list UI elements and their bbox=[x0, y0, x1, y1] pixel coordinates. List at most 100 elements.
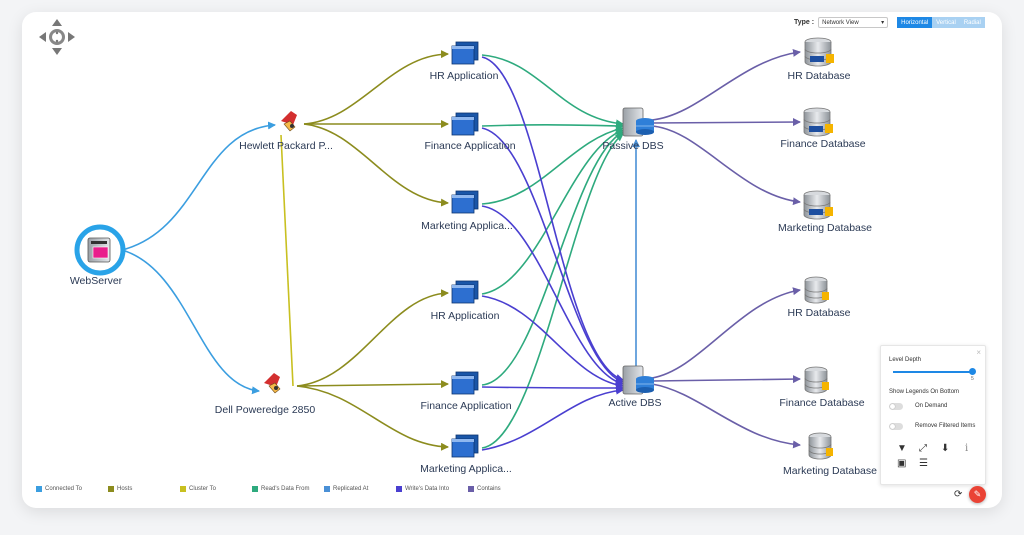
close-icon[interactable]: × bbox=[976, 348, 981, 357]
level-depth-value: 5 bbox=[971, 376, 974, 382]
legend-label: Hosts bbox=[117, 486, 133, 492]
legend-swatch bbox=[468, 486, 474, 492]
level-depth-label: Level Depth bbox=[889, 357, 922, 363]
remove-filtered-toggle[interactable] bbox=[889, 423, 903, 430]
edge-writes-6 bbox=[481, 386, 624, 451]
node-passive-dbs[interactable]: Passive DBS bbox=[602, 107, 664, 152]
edit-button[interactable]: ✎ bbox=[969, 486, 986, 503]
edge-writes-4 bbox=[481, 295, 624, 389]
edge-hosts-3 bbox=[303, 123, 449, 207]
node-label: HR Application bbox=[431, 310, 500, 322]
node-fin-db-2[interactable]: Finance Database bbox=[779, 366, 865, 409]
edge-writes-1 bbox=[481, 56, 624, 382]
node-label: Marketing Applica... bbox=[420, 463, 512, 475]
node-label: HR Database bbox=[787, 307, 850, 319]
tomcat-icon bbox=[281, 111, 297, 132]
tomcat-icon bbox=[264, 373, 281, 394]
node-fin-app-2[interactable]: Finance Application bbox=[420, 371, 512, 412]
node-label: WebServer bbox=[70, 275, 123, 287]
node-label: Finance Application bbox=[424, 140, 515, 152]
type-label: Type : bbox=[794, 19, 815, 26]
graph-canvas[interactable]: WebServer Hewlett Packard P... Dell Powe… bbox=[22, 12, 1002, 508]
edge-connected-hp bbox=[121, 121, 276, 251]
edge-writes-2 bbox=[481, 127, 624, 384]
database-icon bbox=[803, 190, 833, 220]
node-label: Marketing Database bbox=[783, 465, 877, 477]
database-icon bbox=[808, 432, 833, 460]
pan-control[interactable] bbox=[38, 18, 76, 56]
application-window-icon bbox=[451, 41, 479, 65]
download-icon[interactable]: ⬇ bbox=[941, 443, 950, 454]
node-active-dbs[interactable]: Active DBS bbox=[608, 365, 662, 409]
node-label: HR Application bbox=[430, 70, 499, 82]
edge-hosts-5 bbox=[296, 380, 449, 389]
node-label: HR Database bbox=[787, 70, 850, 82]
show-legends-label: Show Legends On Bottom bbox=[889, 389, 960, 395]
node-hr-db-2[interactable]: HR Database bbox=[787, 276, 851, 319]
edge-reads-4 bbox=[481, 128, 624, 295]
node-hr-app-1[interactable]: HR Application bbox=[430, 41, 499, 82]
db-server-icon bbox=[622, 365, 654, 395]
application-window-icon bbox=[451, 280, 479, 304]
node-label: Hewlett Packard P... bbox=[239, 140, 333, 152]
database-icon bbox=[804, 366, 829, 394]
edge-reads-1 bbox=[481, 54, 624, 128]
network-graph[interactable]: WebServer Hewlett Packard P... Dell Powe… bbox=[22, 12, 1002, 508]
database-icon bbox=[804, 276, 829, 304]
edge-contains-3 bbox=[651, 125, 801, 206]
edge-reads-5 bbox=[481, 131, 624, 386]
legend-item: Read's Data From bbox=[252, 486, 310, 492]
type-select[interactable]: Network View ▾ bbox=[818, 17, 889, 28]
layout-vertical-button[interactable]: Vertical bbox=[932, 17, 960, 28]
legend-item: Write's Data Into bbox=[396, 486, 449, 492]
node-fin-db-1[interactable]: Finance Database bbox=[780, 107, 866, 150]
expand-icon[interactable]: ⤢ bbox=[919, 443, 927, 454]
layout-horizontal-button[interactable]: Horizontal bbox=[897, 17, 933, 28]
node-label: Active DBS bbox=[608, 397, 661, 409]
node-hp[interactable]: Hewlett Packard P... bbox=[239, 111, 333, 152]
settings-panel: × Level Depth 5 Show Legends On Bottom O… bbox=[880, 345, 986, 485]
legend-item: Cluster To bbox=[180, 486, 216, 492]
layout-radial-button[interactable]: Radial bbox=[959, 17, 985, 28]
node-hr-db-1[interactable]: HR Database bbox=[787, 37, 851, 82]
edge-cluster bbox=[280, 134, 294, 387]
application-window-icon bbox=[451, 371, 479, 395]
node-fin-app-1[interactable]: Finance Application bbox=[424, 112, 516, 152]
node-mkt-db-1[interactable]: Marketing Database bbox=[778, 190, 872, 234]
application-window-icon bbox=[451, 190, 479, 214]
node-mkt-app-1[interactable]: Marketing Applica... bbox=[421, 190, 513, 232]
legend-label: Cluster To bbox=[189, 486, 216, 492]
legend-label: Read's Data From bbox=[261, 486, 310, 492]
type-toolbar: Type : Network View ▾ Horizontal Vertica… bbox=[794, 17, 985, 28]
node-label: Marketing Database bbox=[778, 222, 872, 234]
edge-hosts-6 bbox=[296, 385, 449, 451]
edge-reads-2 bbox=[481, 121, 624, 130]
legend-swatch bbox=[252, 486, 258, 492]
level-depth-slider[interactable] bbox=[893, 371, 973, 373]
filter-icon[interactable]: ▼ bbox=[897, 443, 907, 454]
remove-filtered-label: Remove Filtered Items bbox=[915, 423, 976, 429]
on-demand-toggle[interactable] bbox=[889, 403, 903, 410]
database-icon bbox=[804, 37, 834, 67]
node-label: Finance Application bbox=[420, 400, 511, 412]
node-dell[interactable]: Dell Poweredge 2850 bbox=[215, 373, 316, 416]
list-icon[interactable]: ☰ bbox=[919, 458, 928, 469]
layout-toggle: Horizontal Vertical Radial bbox=[897, 17, 985, 28]
legend-label: Connected To bbox=[45, 486, 82, 492]
legend-label: Write's Data Into bbox=[405, 486, 450, 492]
level-depth-slider-thumb[interactable] bbox=[969, 368, 976, 375]
info-icon[interactable]: i bbox=[965, 443, 969, 454]
legend-swatch bbox=[108, 486, 114, 492]
save-icon[interactable]: ▣ bbox=[897, 458, 907, 469]
legend-swatch bbox=[36, 486, 42, 492]
node-label: Dell Poweredge 2850 bbox=[215, 404, 316, 416]
refresh-icon[interactable]: ⟳ bbox=[954, 489, 963, 500]
node-mkt-app-2[interactable]: Marketing Applica... bbox=[420, 434, 512, 475]
node-mkt-db-2[interactable]: Marketing Database bbox=[783, 432, 877, 477]
edge-contains-1 bbox=[651, 48, 801, 121]
chevron-down-icon: ▾ bbox=[881, 20, 885, 26]
node-webserver[interactable]: WebServer bbox=[70, 224, 126, 287]
node-hr-app-2[interactable]: HR Application bbox=[431, 280, 500, 322]
edge-hosts-4 bbox=[296, 289, 449, 387]
legend-label: Replicated At bbox=[333, 486, 369, 492]
